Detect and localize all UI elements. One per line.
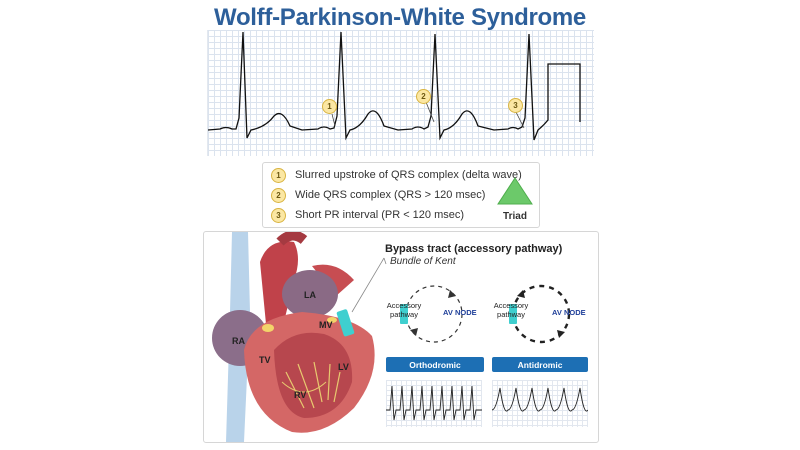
- feature-1-text: Slurred upstroke of QRS complex (delta w…: [295, 169, 522, 181]
- anatomy-panel: RA LA MV TV LV RV Bypass tract (accessor…: [203, 231, 599, 443]
- heart-illustration: [212, 232, 375, 442]
- antidromic-label: Antidromic: [492, 357, 588, 372]
- feature-row-1: 1 Slurred upstroke of QRS complex (delta…: [271, 166, 522, 184]
- orthodromic-pathway-label: Accessory pathway: [386, 301, 422, 319]
- marker-2-badge: 2: [416, 89, 431, 104]
- heart-label-lv: LV: [338, 362, 349, 372]
- orthodromic-circuit: [400, 285, 463, 343]
- feature-row-2: 2 Wide QRS complex (QRS > 120 msec): [271, 186, 485, 204]
- antidromic-pathway-label: Accessory pathway: [493, 301, 529, 319]
- antidromic-ecg: [491, 380, 589, 427]
- feature-row-3: 3 Short PR interval (PR < 120 msec): [271, 206, 464, 224]
- orthodromic-ecg: [386, 380, 482, 427]
- ecg-strip: 1 2 3: [207, 30, 594, 156]
- pathway-leader-lines: [351, 257, 387, 313]
- heart-label-rv: RV: [294, 390, 307, 400]
- orthodromic-label: Orthodromic: [386, 357, 484, 372]
- heart-label-tv: TV: [259, 355, 271, 365]
- heart-label-ra: RA: [232, 336, 245, 346]
- bypass-tract-subtitle: Bundle of Kent: [390, 256, 456, 267]
- feature-3-text: Short PR interval (PR < 120 msec): [295, 209, 465, 221]
- bypass-tract-title: Bypass tract (accessory pathway): [385, 243, 563, 255]
- triad-group: Triad: [497, 177, 533, 222]
- page-title: Wolff-Parkinson-White Syndrome: [214, 4, 586, 31]
- heart-label-la: LA: [304, 290, 316, 300]
- marker-1-badge: 1: [322, 99, 337, 114]
- feature-2-text: Wide QRS complex (QRS > 120 msec): [295, 189, 486, 201]
- antidromic-circuit: [509, 284, 571, 344]
- triad-label: Triad: [503, 211, 527, 222]
- marker-3-badge: 3: [508, 98, 523, 113]
- heart-label-mv: MV: [319, 320, 333, 330]
- triangle-icon: [497, 177, 533, 205]
- feature-3-badge: 3: [271, 207, 286, 223]
- feature-1-badge: 1: [271, 167, 286, 183]
- ecg-trace: [208, 31, 581, 141]
- features-legend: 1 Slurred upstroke of QRS complex (delta…: [262, 162, 540, 228]
- feature-2-badge: 2: [271, 187, 286, 203]
- antidromic-av-node-label: AV NODE: [552, 308, 586, 317]
- orthodromic-av-node-label: AV NODE: [443, 308, 477, 317]
